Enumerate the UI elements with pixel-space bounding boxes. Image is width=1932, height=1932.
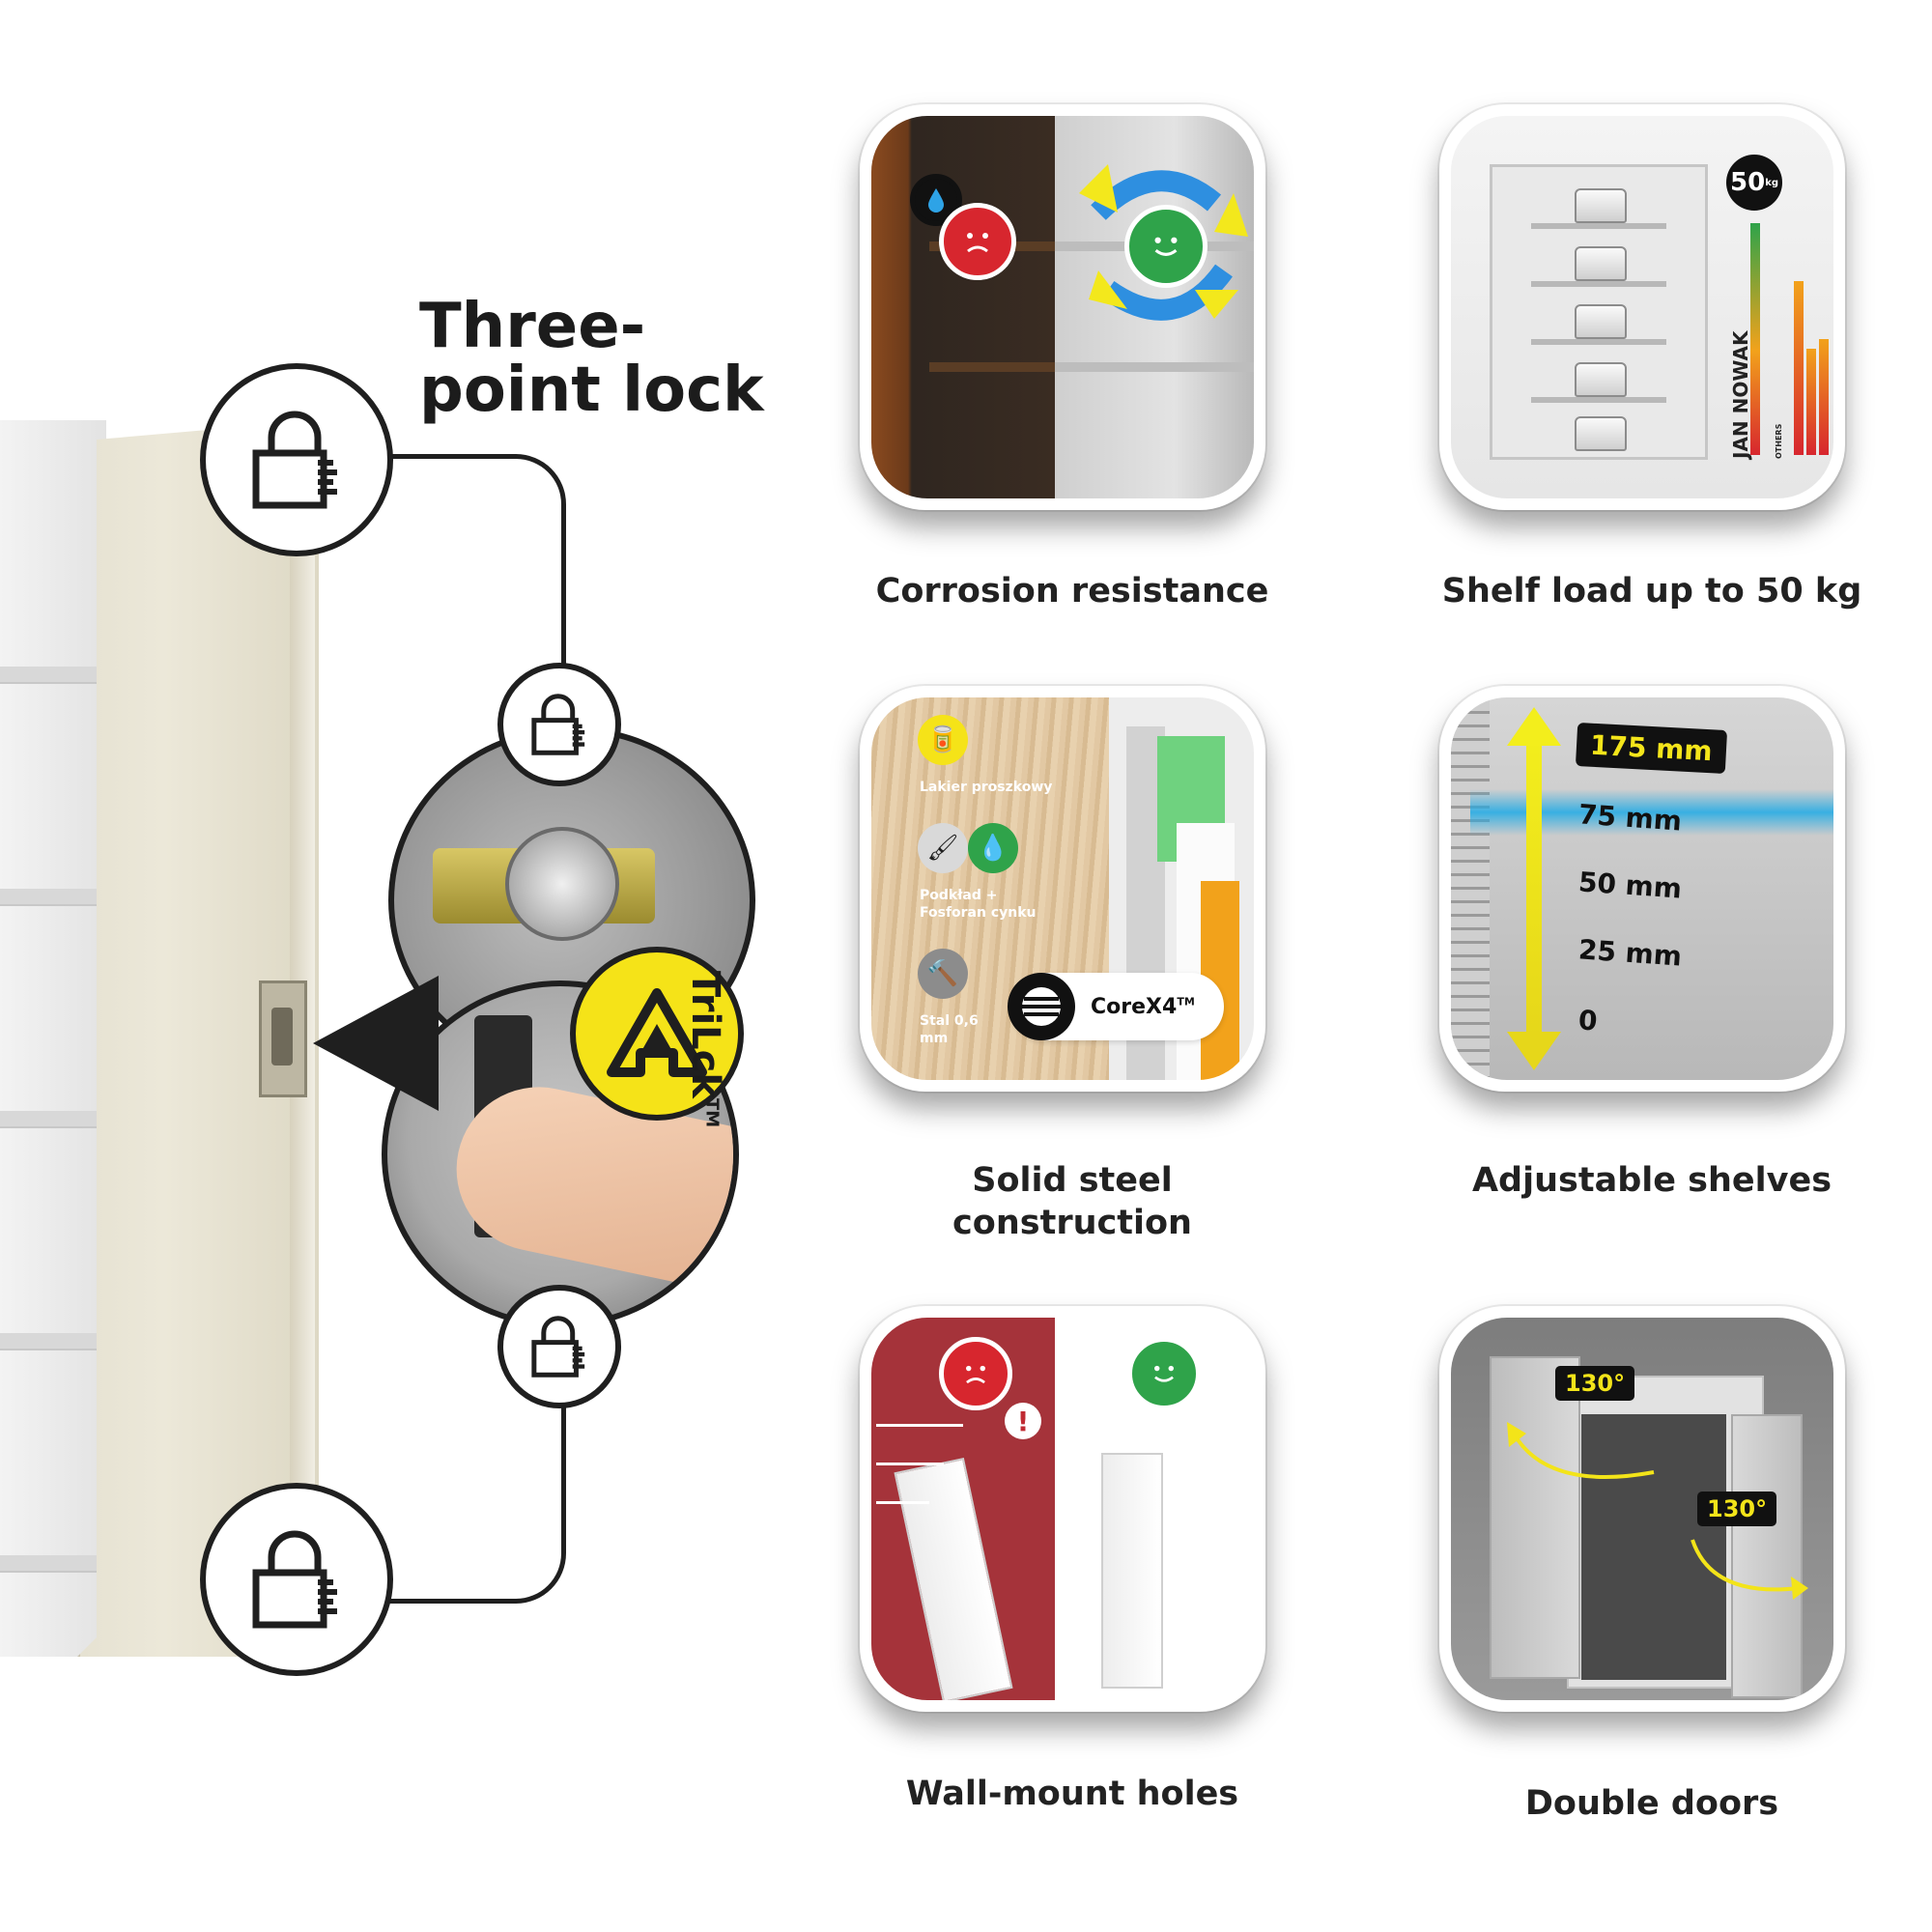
load-badge-value: 50: [1730, 168, 1766, 197]
force-arrow: [876, 1463, 944, 1465]
trilock-label: TriLckTM: [683, 943, 727, 1155]
happy-face-icon: [1127, 1337, 1201, 1410]
load-bar-others: [1806, 349, 1816, 455]
feature-tile-double-doors: 130° 130°: [1439, 1306, 1845, 1712]
padlock-circle-lower-mid: [497, 1285, 621, 1408]
height-tag: 175 mm: [1575, 722, 1727, 775]
shelf: [1055, 362, 1254, 372]
steel-icon: 🔨: [918, 949, 968, 999]
layer-label-primer: Podkład + Fosforan cynku: [920, 888, 1037, 921]
shelf: [1531, 397, 1666, 403]
shelf: [1531, 339, 1666, 345]
padlock-circle-top: [200, 363, 393, 556]
weight-icon: [1575, 362, 1627, 397]
cabinet-shelf: [0, 1111, 106, 1128]
feature-tile-wall-mount: !: [860, 1306, 1265, 1712]
cabinet-shelf: [0, 667, 106, 684]
force-arrow: [876, 1501, 929, 1504]
tile-image: [871, 116, 1254, 498]
caption-shelf-load: Shelf load up to 50 kg: [1441, 572, 1862, 611]
feature-tile-corrosion: [860, 104, 1265, 510]
cabinet-with-weights: [1490, 164, 1708, 460]
corex4-pill: CoreX4TM: [1008, 973, 1224, 1040]
warning-icon: !: [1005, 1403, 1041, 1439]
sad-face-icon: [939, 203, 1016, 280]
weight-icon: [1575, 416, 1627, 451]
caption-double-doors: Double doors: [1524, 1784, 1779, 1823]
arrow-up-down-icon: [1507, 707, 1561, 1070]
weight-icon: [1575, 304, 1627, 339]
tile-image: 🥫 Lakier proszkowy 🖌 💧 Podkład + Fosfora…: [871, 697, 1254, 1080]
tile-image: !: [871, 1318, 1254, 1700]
load-bar-brand: [1750, 223, 1760, 455]
spray-can-icon: 🥫: [918, 715, 968, 765]
door-swing-arrow-icon: [1507, 1422, 1808, 1600]
load-bar-others: [1819, 339, 1829, 455]
trilock-trademark: TM: [701, 1097, 723, 1128]
sad-face-icon: [939, 1337, 1012, 1410]
ruler: [1451, 697, 1490, 1080]
cabinet-interior: [1581, 1414, 1726, 1680]
feature-tile-adjustable-shelves: 175 mm 75 mm 50 mm 25 mm 0: [1439, 686, 1845, 1092]
brand-label: JAN NOWAK: [1729, 330, 1752, 460]
corex4-label: CoreX4: [1091, 994, 1178, 1019]
weight-icon: [1575, 188, 1627, 223]
force-arrow: [876, 1424, 963, 1427]
door-handle: [259, 980, 307, 1097]
rusty-cabinet: [871, 116, 1065, 498]
trilock-logo-icon: [607, 988, 707, 1077]
trilock-name: TriLck: [683, 970, 727, 1098]
lock-cylinder: [505, 827, 619, 941]
cabinet-shelf: [0, 1555, 106, 1573]
layer-label-powder: Lakier proszkowy: [920, 780, 1053, 795]
brush-icon: 🖌: [918, 823, 968, 873]
droplet-icon: 💧: [968, 823, 1018, 873]
cabinet-side-panel: [0, 420, 106, 1657]
shelf: [929, 362, 1065, 372]
corex4-trademark: TM: [1177, 995, 1195, 1009]
shelf: [1531, 281, 1666, 287]
cabinet-shelf: [0, 889, 106, 906]
caption-wall-mount: Wall-mount holes: [905, 1775, 1239, 1813]
caption-adjustable-shelves: Adjustable shelves: [1471, 1161, 1833, 1200]
padlock-icon: [252, 411, 337, 509]
mounted-cabinet: [1101, 1453, 1163, 1689]
feature-tile-solid-steel: 🥫 Lakier proszkowy 🖌 💧 Podkład + Fosfora…: [860, 686, 1265, 1092]
happy-face-icon: [1124, 205, 1208, 288]
angle-tag-left: 130°: [1555, 1366, 1635, 1401]
padlock-circle-upper-mid: [497, 663, 621, 786]
trilock-badge: [570, 947, 744, 1121]
padlock-icon: [531, 694, 585, 755]
load-bar-others: [1794, 281, 1804, 455]
corex4-name: CoreX4TM: [1091, 995, 1195, 1019]
padlock-circle-bottom: [200, 1483, 393, 1676]
tile-image: 130° 130°: [1451, 1318, 1833, 1700]
airflow-arrows-icon: [1079, 164, 1248, 321]
caption-solid-steel: Solid steel construction: [952, 1161, 1192, 1242]
layer-label-steel: Stal 0,6 mm: [920, 1013, 979, 1046]
corex4-logo-icon: [1008, 973, 1075, 1040]
padlock-icon: [252, 1530, 337, 1629]
tile-image: 175 mm 75 mm 50 mm 25 mm 0: [1451, 697, 1833, 1080]
pointer-triangle: [313, 976, 439, 1111]
shelf: [1531, 223, 1666, 229]
padlock-icon: [531, 1316, 585, 1378]
height-step: 0: [1577, 1004, 1599, 1037]
angle-tag-right: 130°: [1697, 1492, 1777, 1526]
left-door: [1490, 1356, 1580, 1679]
others-label: OTHERS: [1775, 423, 1783, 459]
right-door: [1731, 1414, 1803, 1698]
cabinet-shelf: [0, 1333, 106, 1350]
caption-corrosion: Corrosion resistance: [875, 572, 1269, 611]
lock-title: Three-point lock: [419, 291, 764, 426]
weight-icon: [1575, 246, 1627, 281]
load-badge-unit: kg: [1765, 177, 1778, 188]
